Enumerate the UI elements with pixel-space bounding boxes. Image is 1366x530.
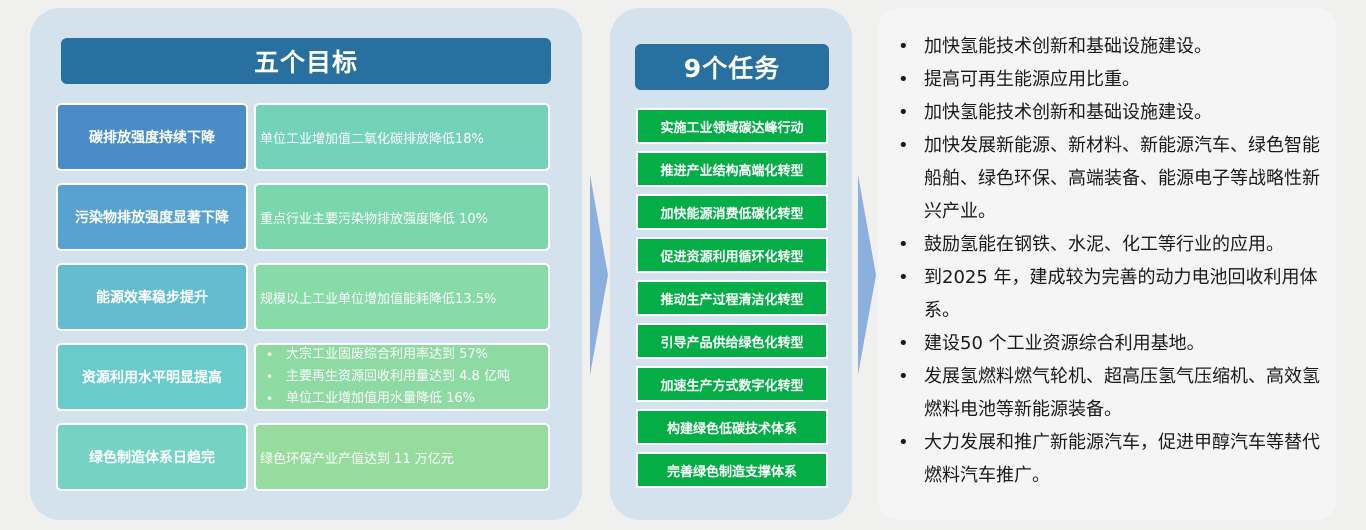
- task-item: 促进资源利用循环化转型: [636, 237, 828, 273]
- goal-desc: 重点行业主要污染物排放强度降低 10%: [254, 183, 550, 251]
- goal-label: 资源利用水平明显提高: [56, 343, 248, 411]
- measures-list: 加快氢能技术创新和基础设施建设。 提高可再生能源应用比重。 加快氢能技术创新和基…: [896, 30, 1328, 492]
- goal-label: 碳排放强度持续下降: [56, 103, 248, 171]
- arrow-right-icon: [590, 175, 608, 375]
- goal-desc-list: 大宗工业固废综合利用率达到 57% 主要再生资源回收利用量达到 4.8 亿吨 单…: [254, 343, 550, 411]
- measure-item: 鼓励氢能在钢铁、水泥、化工等行业的应用。: [896, 228, 1328, 261]
- goal-desc: 绿色环保产业产值达到 11 万亿元: [254, 423, 550, 491]
- goal-desc-item: 主要再生资源回收利用量达到 4.8 亿吨: [260, 366, 548, 388]
- task-item: 加快能源消费低碳化转型: [636, 194, 828, 230]
- measure-item: 大力发展和推广新能源汽车，促进甲醇汽车等替代燃料汽车推广。: [896, 426, 1328, 492]
- measure-item: 发展氢燃料燃气轮机、超高压氢气压缩机、高效氢燃料电池等新能源装备。: [896, 360, 1328, 426]
- measure-item: 到2025 年，建成较为完善的动力电池回收利用体系。: [896, 261, 1328, 327]
- goal-desc-item: 单位工业增加值用水量降低 16%: [260, 388, 548, 410]
- measure-item: 提高可再生能源应用比重。: [896, 63, 1328, 96]
- task-item: 引导产品供给绿色化转型: [636, 323, 828, 359]
- goal-desc-item: 大宗工业固废综合利用率达到 57%: [260, 344, 548, 366]
- task-item: 推动生产过程清洁化转型: [636, 280, 828, 316]
- task-item: 构建绿色低碳技术体系: [636, 409, 828, 445]
- tasks-title: 9个任务: [635, 44, 829, 90]
- task-item: 实施工业领域碳达峰行动: [636, 108, 828, 144]
- measure-item: 加快氢能技术创新和基础设施建设。: [896, 96, 1328, 129]
- goals-title: 五个目标: [61, 38, 551, 84]
- measure-item: 加快发展新能源、新材料、新能源汽车、绿色智能船舶、绿色环保、高端装备、能源电子等…: [896, 129, 1328, 228]
- goal-label: 能源效率稳步提升: [56, 263, 248, 331]
- task-item: 完善绿色制造支撑体系: [636, 452, 828, 488]
- goal-desc: 规模以上工业单位增加值能耗降低13.5%: [254, 263, 550, 331]
- measure-item: 加快氢能技术创新和基础设施建设。: [896, 30, 1328, 63]
- arrow-right-icon: [858, 175, 876, 375]
- measure-item: 建设50 个工业资源综合利用基地。: [896, 327, 1328, 360]
- task-item: 加速生产方式数字化转型: [636, 366, 828, 402]
- goal-label: 绿色制造体系日趋完: [56, 423, 248, 491]
- task-item: 推进产业结构高端化转型: [636, 151, 828, 187]
- goal-desc: 单位工业增加值二氧化碳排放降低18%: [254, 103, 550, 171]
- goal-label: 污染物排放强度显著下降: [56, 183, 248, 251]
